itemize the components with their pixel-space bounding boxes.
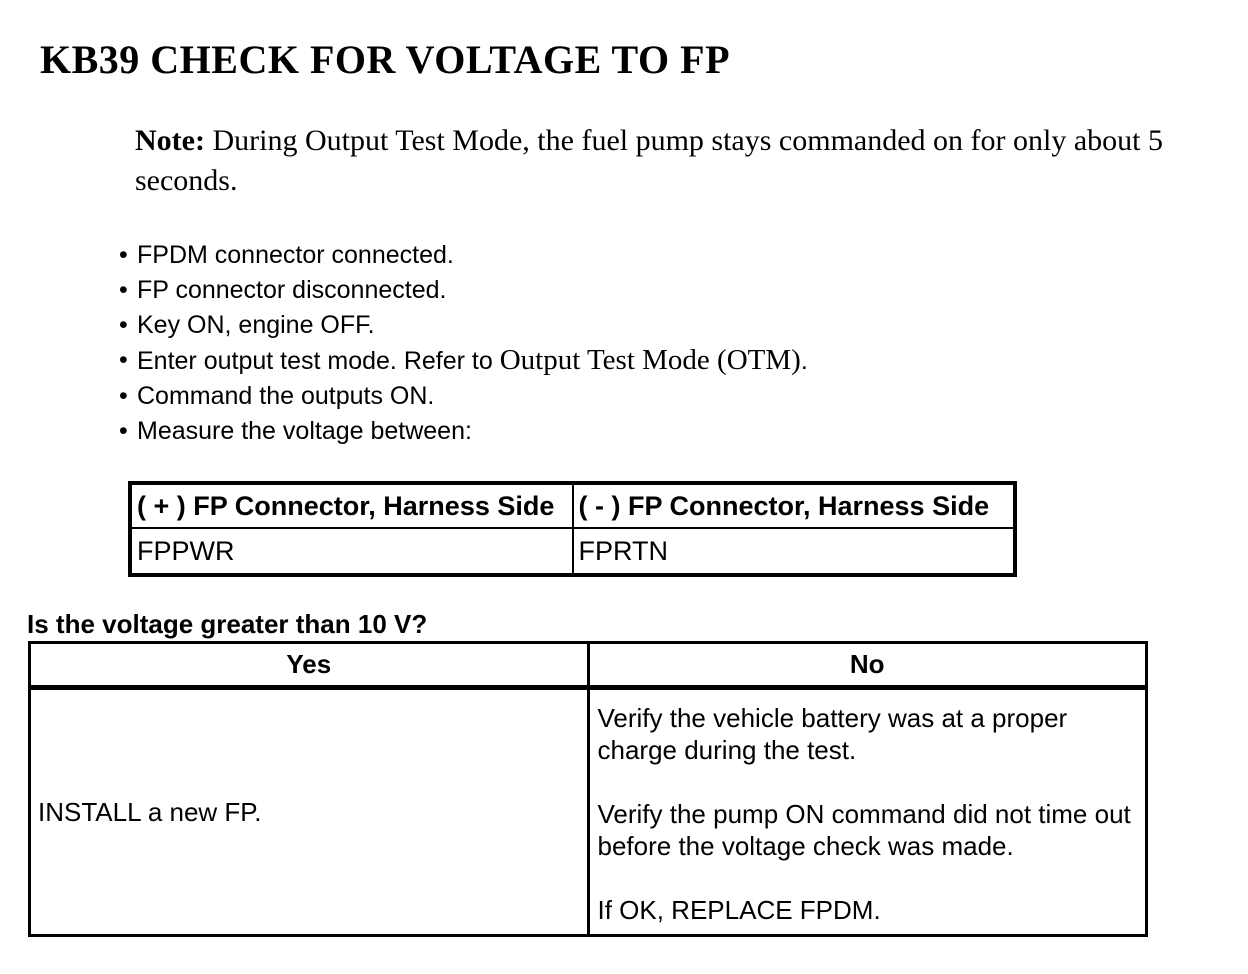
list-item-text: FPDM connector connected. <box>137 241 454 269</box>
note-paragraph: Note: During Output Test Mode, the fuel … <box>135 121 1187 201</box>
list-item: • FPDM connector connected. <box>119 238 808 273</box>
table-row: INSTALL a new FP. Verify the vehicle bat… <box>28 686 1148 937</box>
measurement-table-header-row: ( + ) FP Connector, Harness Side ( - ) F… <box>129 482 1016 529</box>
no-action-text: Verify the vehicle battery was at a prop… <box>597 703 1068 765</box>
decision-cell-no: Verify the vehicle battery was at a prop… <box>586 686 1148 937</box>
decision-table: Yes No INSTALL a new FP. Verify the vehi… <box>28 641 1148 937</box>
measurement-header-positive: ( + ) FP Connector, Harness Side <box>129 482 574 529</box>
measurement-cell-positive: FPPWR <box>129 527 574 576</box>
decision-cell-yes: INSTALL a new FP. <box>28 686 590 937</box>
decision-table-header-row: Yes No <box>28 641 1148 690</box>
note-text: During Output Test Mode, the fuel pump s… <box>135 124 1164 197</box>
measurement-cell-negative: FPRTN <box>571 527 1016 576</box>
bullet-icon: • <box>119 382 128 410</box>
measurement-header-negative: ( - ) FP Connector, Harness Side <box>571 482 1016 529</box>
list-item: • Enter output test mode. Refer to Outpu… <box>119 343 808 379</box>
list-item-text: . <box>800 347 808 375</box>
bullet-icon: • <box>119 311 128 339</box>
question-text: Is the voltage greater than 10 V? <box>27 609 428 639</box>
no-action-text: If OK, REPLACE FPDM. <box>597 895 881 925</box>
list-item: • FP connector disconnected. <box>119 273 808 308</box>
list-item-text: Command the outputs ON. <box>137 382 435 410</box>
measurement-table: ( + ) FP Connector, Harness Side ( - ) F… <box>128 481 1017 577</box>
list-item: • Key ON, engine OFF. <box>119 308 808 343</box>
note-label: Note: <box>135 124 205 157</box>
list-item: • Measure the voltage between: <box>119 414 808 449</box>
list-item-text: FP connector disconnected. <box>137 276 447 304</box>
bullet-icon: • <box>119 241 128 269</box>
no-action-text: Verify the pump ON command did not time … <box>597 799 1131 861</box>
decision-header-no: No <box>586 641 1148 690</box>
page-title: KB39 CHECK FOR VOLTAGE TO FP <box>40 37 730 82</box>
otm-reference-link[interactable]: Output Test Mode (OTM) <box>499 344 801 376</box>
precondition-list: • FPDM connector connected. • FP connect… <box>119 238 808 449</box>
bullet-icon: • <box>119 346 128 374</box>
decision-header-yes: Yes <box>28 641 590 690</box>
list-item-text: Key ON, engine OFF. <box>137 311 375 339</box>
list-item-text: Measure the voltage between: <box>137 417 472 445</box>
list-item-text: Enter output test mode. Refer to <box>137 347 500 375</box>
bullet-icon: • <box>119 417 128 445</box>
table-row: FPPWR FPRTN <box>129 527 1016 576</box>
bullet-icon: • <box>119 276 128 304</box>
list-item: • Command the outputs ON. <box>119 379 808 414</box>
